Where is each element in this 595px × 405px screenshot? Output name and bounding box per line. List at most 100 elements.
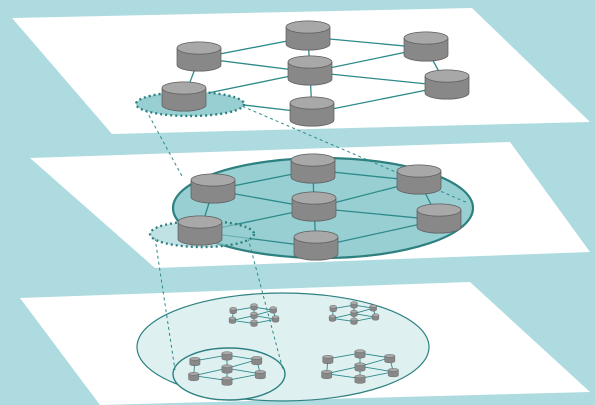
link	[226, 367, 261, 375]
link	[253, 315, 276, 320]
cylinder-top	[372, 313, 380, 317]
cylinder-body	[221, 352, 233, 361]
cylinder-body	[289, 102, 335, 127]
cylinder-top	[228, 316, 236, 321]
cylinder-body	[354, 376, 366, 384]
cylinder-top	[289, 96, 335, 110]
cylinder-body	[287, 61, 333, 86]
link	[359, 365, 394, 373]
subnetwork-3-node	[221, 351, 233, 361]
cylinder-top	[329, 305, 337, 309]
cylinder-body	[354, 350, 366, 359]
middle-layer-node	[416, 203, 462, 234]
cylinder-top	[293, 230, 339, 244]
subnetwork-3-node	[189, 357, 201, 366]
cylinder-body	[161, 87, 207, 112]
cylinder-top	[221, 376, 233, 381]
cylinder-body	[290, 159, 336, 184]
cylinder-top	[221, 364, 233, 368]
subnetwork-1-node	[229, 307, 237, 314]
cylinder-body	[424, 75, 470, 100]
subnetwork-4-node	[354, 362, 366, 372]
cylinder-top	[221, 351, 233, 355]
cylinder-body	[416, 209, 462, 234]
subnetwork-1-node	[228, 316, 236, 324]
bottom-layer-cluster	[136, 292, 430, 402]
subnetwork-2-node	[328, 314, 336, 322]
cylinder-top	[285, 20, 331, 34]
cylinder-body	[177, 221, 223, 246]
top-layer-node	[424, 69, 470, 100]
link	[332, 317, 355, 322]
cylinder-top	[250, 303, 258, 307]
cylinder-top	[354, 349, 366, 353]
middle-layer-node	[291, 191, 337, 222]
network-nodes	[161, 20, 470, 386]
cylinder-body	[189, 358, 201, 366]
cylinder-top	[188, 372, 200, 376]
cylinder-top	[190, 173, 236, 187]
cylinder-body	[384, 355, 396, 364]
subnetwork-2-node	[350, 309, 358, 317]
cylinder-top	[287, 55, 333, 69]
top-layer-node	[176, 41, 222, 72]
link	[326, 373, 361, 379]
cylinder-top	[254, 370, 266, 374]
zoom-line	[154, 237, 176, 371]
subnetwork-2-node	[350, 301, 358, 309]
cylinder-body	[291, 197, 337, 222]
cylinder-top	[328, 314, 336, 319]
cylinder-top	[189, 357, 201, 361]
subnetwork-1-node	[250, 311, 258, 319]
link	[353, 316, 376, 322]
middle-layer-node	[190, 173, 236, 204]
subnetwork-1-node	[250, 303, 258, 311]
cylinder-top	[416, 203, 462, 217]
cylinder-top	[403, 31, 449, 45]
cylinder-top	[250, 311, 258, 316]
cylinder-body	[221, 366, 233, 374]
zoom-line	[247, 237, 284, 371]
cylinder-top	[396, 164, 442, 178]
cylinder-top	[251, 356, 263, 360]
subnetwork-4-node	[384, 354, 396, 364]
cylinder-body	[321, 371, 333, 379]
cylinder-top	[177, 215, 223, 229]
cylinder-body	[254, 371, 266, 380]
cylinder-body	[190, 179, 236, 204]
cylinder-top	[354, 362, 366, 366]
subnetwork-2-node	[350, 317, 358, 325]
top-layer-node	[287, 55, 333, 86]
cylinder-body	[354, 364, 366, 372]
cylinder-top	[354, 374, 366, 379]
subnetwork-2-node	[369, 304, 377, 312]
cylinder-top	[424, 69, 470, 83]
cylinder-top	[269, 306, 277, 310]
middle-layer-node	[396, 164, 442, 195]
zoom-line	[145, 109, 184, 179]
top-layer-node	[289, 96, 335, 127]
top-layer-node	[161, 81, 207, 112]
link	[309, 71, 448, 87]
cylinder-top	[321, 370, 333, 374]
subnetwork-3-node	[221, 376, 233, 386]
link	[232, 319, 255, 324]
cylinder-body	[396, 170, 442, 195]
cylinder-top	[250, 319, 258, 324]
subnetwork-4-node	[354, 374, 366, 384]
cylinder-body	[293, 236, 339, 261]
link	[253, 318, 276, 324]
subnetwork-1-node	[272, 315, 280, 323]
link	[326, 365, 361, 375]
cylinder-body	[221, 378, 233, 386]
cylinder-top	[387, 368, 399, 372]
cylinder-top	[176, 41, 222, 55]
cylinder-body	[285, 26, 331, 51]
middle-layer-node	[177, 215, 223, 246]
cylinder-top	[272, 315, 280, 319]
link	[353, 313, 376, 318]
link	[193, 375, 228, 381]
cylinder-body	[188, 373, 200, 381]
